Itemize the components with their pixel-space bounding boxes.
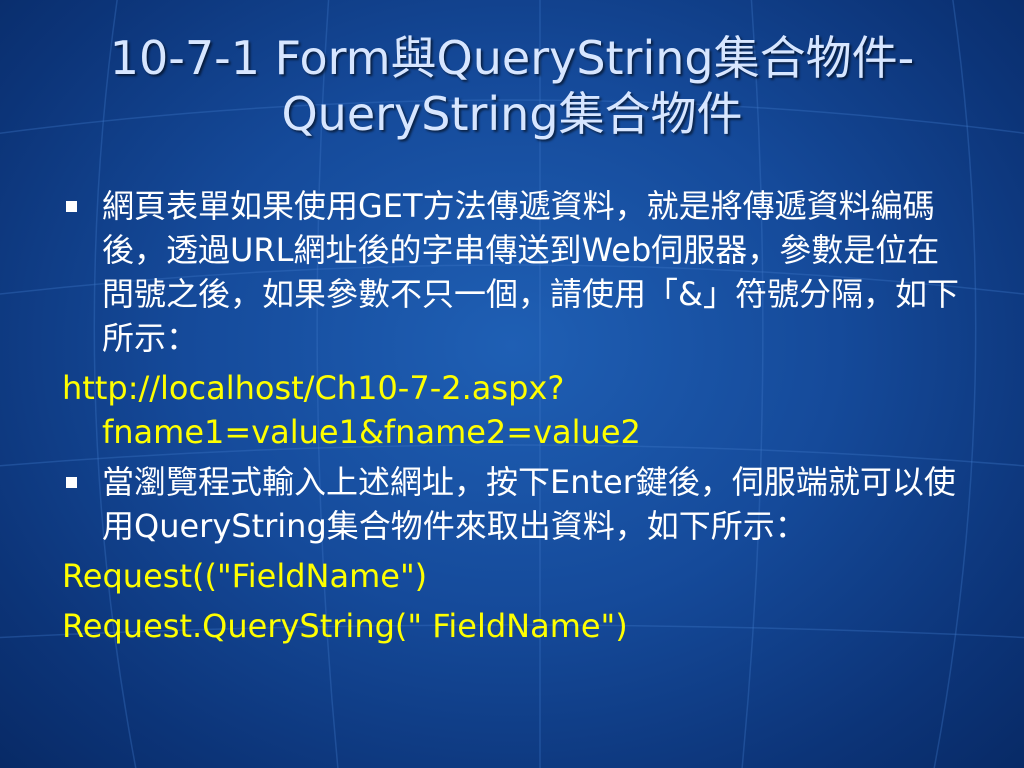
bullet-text: 當瀏覽程式輸入上述網址，按下Enter鍵後，伺服端就可以使用QueryStrin… [102, 463, 956, 545]
bullet-text: 網頁表單如果使用GET方法傳遞資料，就是將傳遞資料編碼後，透過URL網址後的字串… [102, 187, 959, 357]
url-example: http://localhost/Ch10-7-2.aspx?fname1=va… [62, 369, 641, 451]
code-line-request: Request(("FieldName") [62, 557, 428, 595]
code-line-querystring: Request.QueryString(" FieldName") [62, 607, 628, 645]
slide-body: 網頁表單如果使用GET方法傳遞資料，就是將傳遞資料編碼後，透過URL網址後的字串… [62, 184, 962, 654]
bullet-querystring: 當瀏覽程式輸入上述網址，按下Enter鍵後，伺服端就可以使用QueryStrin… [62, 460, 962, 548]
square-bullet-icon [66, 201, 77, 212]
slide-title: 10-7-1 Form與QueryString集合物件-QueryString集… [109, 31, 915, 141]
bullet-get-method: 網頁表單如果使用GET方法傳遞資料，就是將傳遞資料編碼後，透過URL網址後的字串… [62, 184, 962, 360]
square-bullet-icon [66, 477, 77, 488]
